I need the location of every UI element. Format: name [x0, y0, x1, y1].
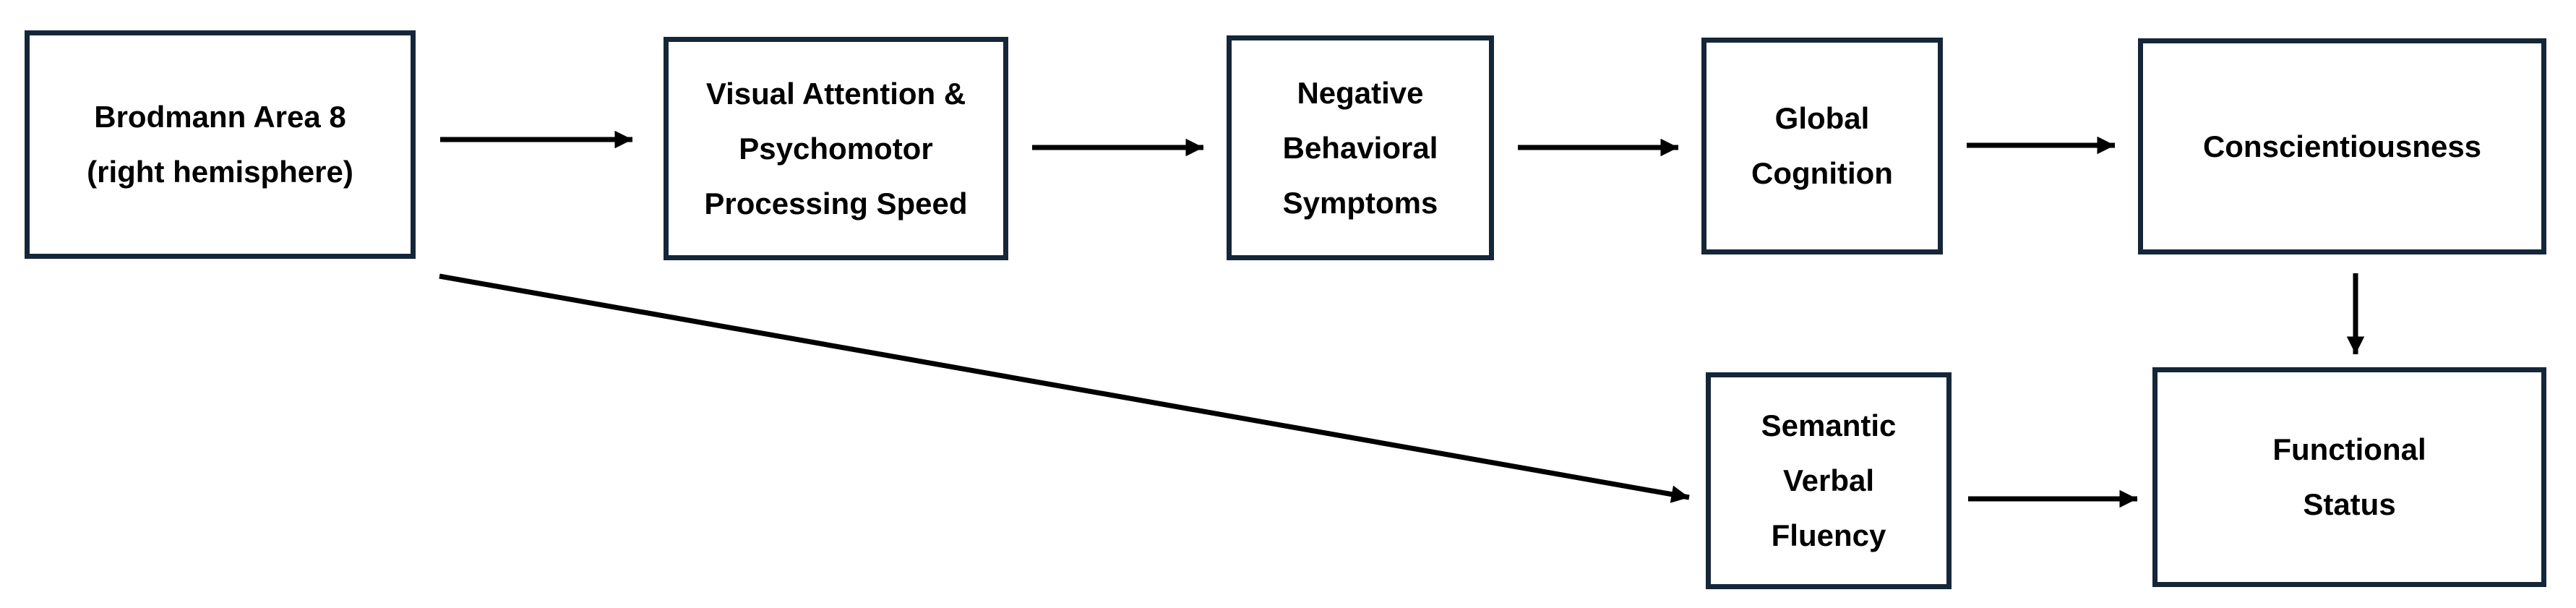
node-global-cognition-label-line: Global — [1774, 101, 1870, 135]
node-visual-attention-psychomotor-processing-speed-label-line: Processing Speed — [704, 186, 968, 220]
node-functional-status-label-line: Status — [2303, 487, 2396, 521]
node-brodmann-area-8: Brodmann Area 8 (right hemisphere) — [25, 30, 416, 259]
node-semantic-verbal-fluency-label-line: Fluency — [1771, 518, 1886, 552]
node-functional-status-label-line: Functional — [2272, 432, 2426, 466]
node-negative-behavioral-symptoms-label-line: Symptoms — [1282, 185, 1438, 220]
node-visual-attention-psychomotor-processing-speed-label-line: Psychomotor — [739, 131, 933, 166]
node-brodmann-area-8-label-line: (right hemisphere) — [87, 155, 353, 189]
node-visual-attention-psychomotor-processing-speed-label-line: Visual Attention & — [705, 76, 966, 111]
node-global-cognition-label-line: Cognition — [1751, 156, 1893, 190]
node-conscientiousness: Conscientiousness — [2138, 38, 2546, 254]
node-semantic-verbal-fluency-label-line: Semantic — [1761, 408, 1897, 442]
node-negative-behavioral-symptoms-label-line: Negative — [1297, 75, 1424, 110]
node-negative-behavioral-symptoms-label-line: Behavioral — [1282, 130, 1438, 165]
node-semantic-verbal-fluency-label-line: Verbal — [1782, 463, 1875, 497]
node-conscientiousness-label-line: Conscientiousness — [2202, 129, 2482, 163]
node-brodmann-area-8-label-line: Brodmann Area 8 — [94, 100, 346, 134]
arrow-brodmann-area-8-to-semantic-verbal-fluency — [439, 273, 1690, 503]
